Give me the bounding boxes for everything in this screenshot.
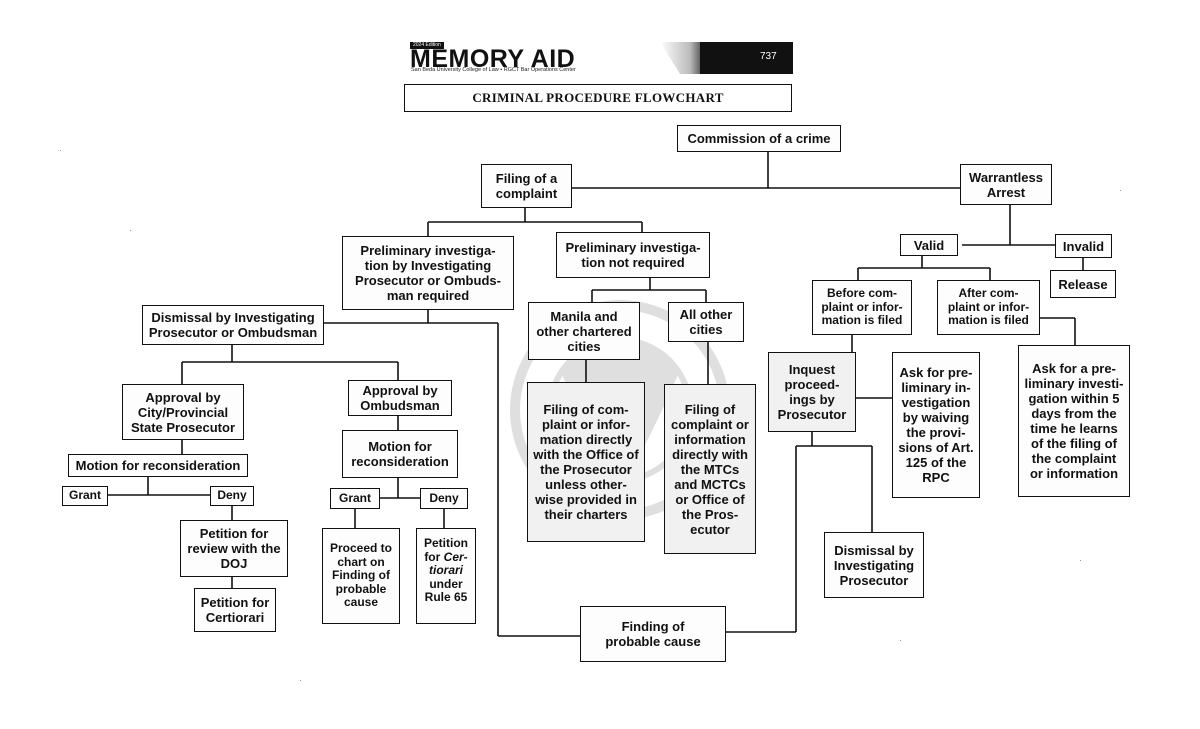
node-manila-chartered-cities: Manila and other chartered cities: [528, 302, 640, 360]
petition-rule-text-3: under Rule 65: [424, 576, 468, 605]
petition-rule-text-2: Cer- tiorari: [428, 549, 468, 577]
node-finding-of-probable-cause: Finding of probable cause: [580, 606, 726, 662]
node-motion-for-reconsideration-left: Motion for reconsideration: [68, 454, 248, 477]
node-preliminary-investigation-required: Preliminary investiga- tion by Investiga…: [342, 236, 514, 310]
header-bar: [700, 42, 793, 74]
node-ask-pi-within-5-days: Ask for a pre- liminary investi- gation …: [1018, 345, 1130, 497]
node-dismissal-by-investigating-prosecutor-bottom: Dismissal by Investigating Prosecutor: [824, 532, 924, 598]
node-inquest-proceedings: Inquest proceed- ings by Prosecutor: [768, 352, 856, 432]
node-all-other-cities: All other cities: [668, 302, 744, 342]
node-invalid: Invalid: [1055, 234, 1112, 258]
node-proceed-to-chart: Proceed to chart on Finding of probable …: [322, 528, 400, 624]
node-deny-left: Deny: [210, 486, 254, 506]
node-filing-of-complaint: Filing of a complaint: [481, 164, 572, 208]
node-petition-for-certiorari: Petition for Certiorari: [194, 588, 276, 632]
node-ask-pi-waiving-art125: Ask for pre- liminary in- vestigation by…: [892, 352, 980, 498]
page-number: 737: [760, 51, 777, 62]
node-grant-mid: Grant: [330, 488, 380, 509]
node-before-complaint-filed: Before com- plaint or infor- mation is f…: [812, 280, 912, 335]
node-petition-for-review-doj: Petition for review with the DOJ: [180, 520, 288, 577]
logo-subtitle: San Beda University College of Law • RGC…: [411, 67, 576, 73]
node-commission-of-crime: Commission of a crime: [677, 125, 841, 152]
node-filing-directly-office-of-prosecutor: Filing of com- plaint or infor- mation d…: [527, 382, 645, 542]
node-grant-left: Grant: [62, 486, 108, 506]
node-after-complaint-filed: After com- plaint or infor- mation is fi…: [937, 280, 1040, 335]
node-petition-certiorari-rule-65: Petition for Cer- tiorari under Rule 65: [416, 528, 476, 624]
node-warrantless-arrest: Warrantless Arrest: [960, 164, 1052, 205]
logo-text: MEMORY AID: [410, 45, 576, 73]
node-valid: Valid: [900, 234, 958, 256]
node-deny-mid: Deny: [420, 488, 468, 509]
page-title: CRIMINAL PROCEDURE FLOWCHART: [404, 84, 792, 112]
node-motion-for-reconsideration-mid: Motion for reconsideration: [342, 430, 458, 478]
petition-rule-text-1: Petition for: [424, 536, 468, 564]
node-preliminary-investigation-not-required: Preliminary investiga- tion not required: [556, 232, 710, 278]
logo-badge: 2024 Edition: [410, 42, 444, 49]
node-filing-directly-mtcs: Filing of complaint or information direc…: [664, 384, 756, 554]
node-dismissal-by-investigating-prosecutor-or-ombudsman: Dismissal by Investigating Prosecutor or…: [142, 305, 324, 345]
node-approval-by-ombudsman: Approval by Ombudsman: [348, 380, 452, 416]
node-approval-by-city-provincial-state-prosecutor: Approval by City/Provincial State Prosec…: [122, 384, 244, 440]
node-release: Release: [1050, 270, 1116, 298]
